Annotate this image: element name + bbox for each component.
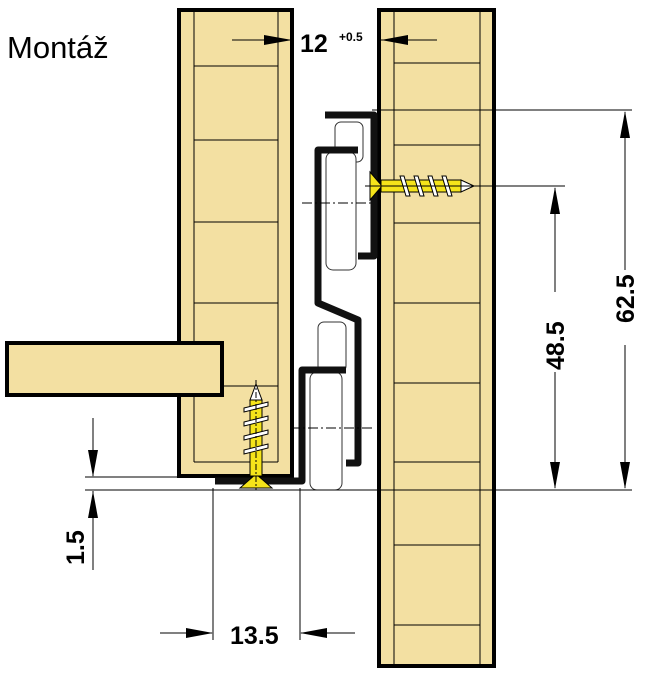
screw-horizontal [365,170,565,202]
screw-vertical [238,380,274,490]
left-cabinet-panel [177,8,294,478]
dimension-setback: 13.5 [160,622,355,650]
screw-height-value: 48.5 [542,321,570,370]
dimension-screw-height: 48.5 [542,187,570,489]
extension-lines [85,109,632,640]
diagram-title: Montáž [7,30,109,65]
setback-value: 13.5 [230,622,279,650]
centre-lines [290,202,372,429]
right-cabinet-panel [377,8,496,668]
gap-value: 12 [300,30,328,58]
dimension-total-height: 62.5 [612,111,640,489]
total-height-value: 62.5 [612,274,640,323]
dimension-gap: 12 +0.5 [232,30,437,58]
dimension-bottom-offset: 1.5 [62,418,98,570]
runner-rollers [309,121,364,491]
drawer-bottom-board [5,341,224,397]
gap-tolerance: +0.5 [339,30,363,44]
bottom-offset-value: 1.5 [62,530,90,565]
